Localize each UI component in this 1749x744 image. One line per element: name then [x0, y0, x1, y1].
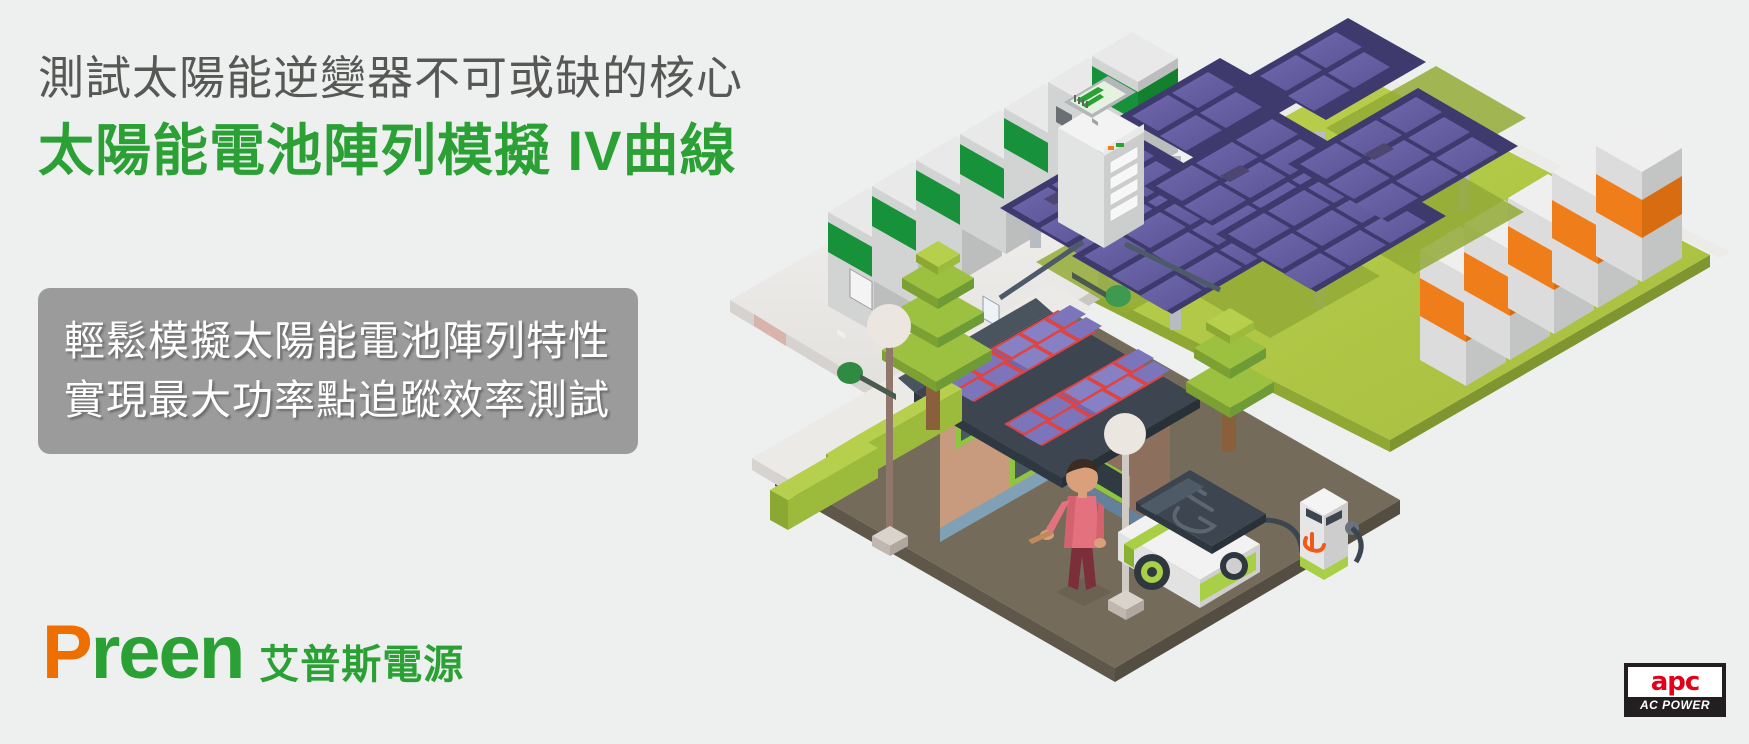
apc-wordmark: apc: [1650, 667, 1701, 697]
ground-bollard-a: [837, 362, 896, 400]
apc-logo-bottom: AC POWER: [1628, 697, 1722, 713]
tree-left: [882, 241, 992, 430]
headline-subtitle: 測試太陽能逆變器不可或缺的核心: [38, 52, 743, 104]
apc-logo-top: apc: [1628, 667, 1722, 697]
ground-bollard-b: [1072, 272, 1131, 307]
callout-line-2: 實現最大功率點追蹤效率測試: [64, 377, 610, 423]
feature-callout-box: 輕鬆模擬太陽能電池陣列特性 實現最大功率點追蹤效率測試: [38, 288, 638, 454]
preen-logo: P reen 艾普斯電源: [42, 615, 464, 691]
ev-charging-station: [1300, 488, 1364, 580]
apc-partner-logo: apc AC POWER: [1625, 664, 1725, 716]
street-lamp-right: [1104, 413, 1146, 620]
preen-logo-initial: P: [42, 610, 93, 695]
orange-inverter-cabinet-row: [1420, 122, 1682, 386]
headline-title: 太陽能電池陣列模擬 IV曲線: [38, 118, 737, 182]
headline-block: 測試太陽能逆變器不可或缺的核心 太陽能電池陣列模擬 IV曲線: [38, 52, 828, 183]
isometric-illustration: [700, 0, 1749, 744]
preen-logo-chinese-name: 艾普斯電源: [259, 643, 465, 687]
apc-tagline: AC POWER: [1640, 698, 1710, 712]
preen-logo-wordmark: reen: [90, 610, 246, 695]
monitoring-rack-with-display: [998, 76, 1222, 301]
tree-right: [1186, 308, 1274, 452]
person-figure: [1028, 458, 1112, 606]
street-lamp-left: [867, 304, 911, 556]
callout-line-1: 輕鬆模擬太陽能電池陣列特性: [64, 317, 610, 364]
electric-vehicle: [1118, 470, 1305, 608]
